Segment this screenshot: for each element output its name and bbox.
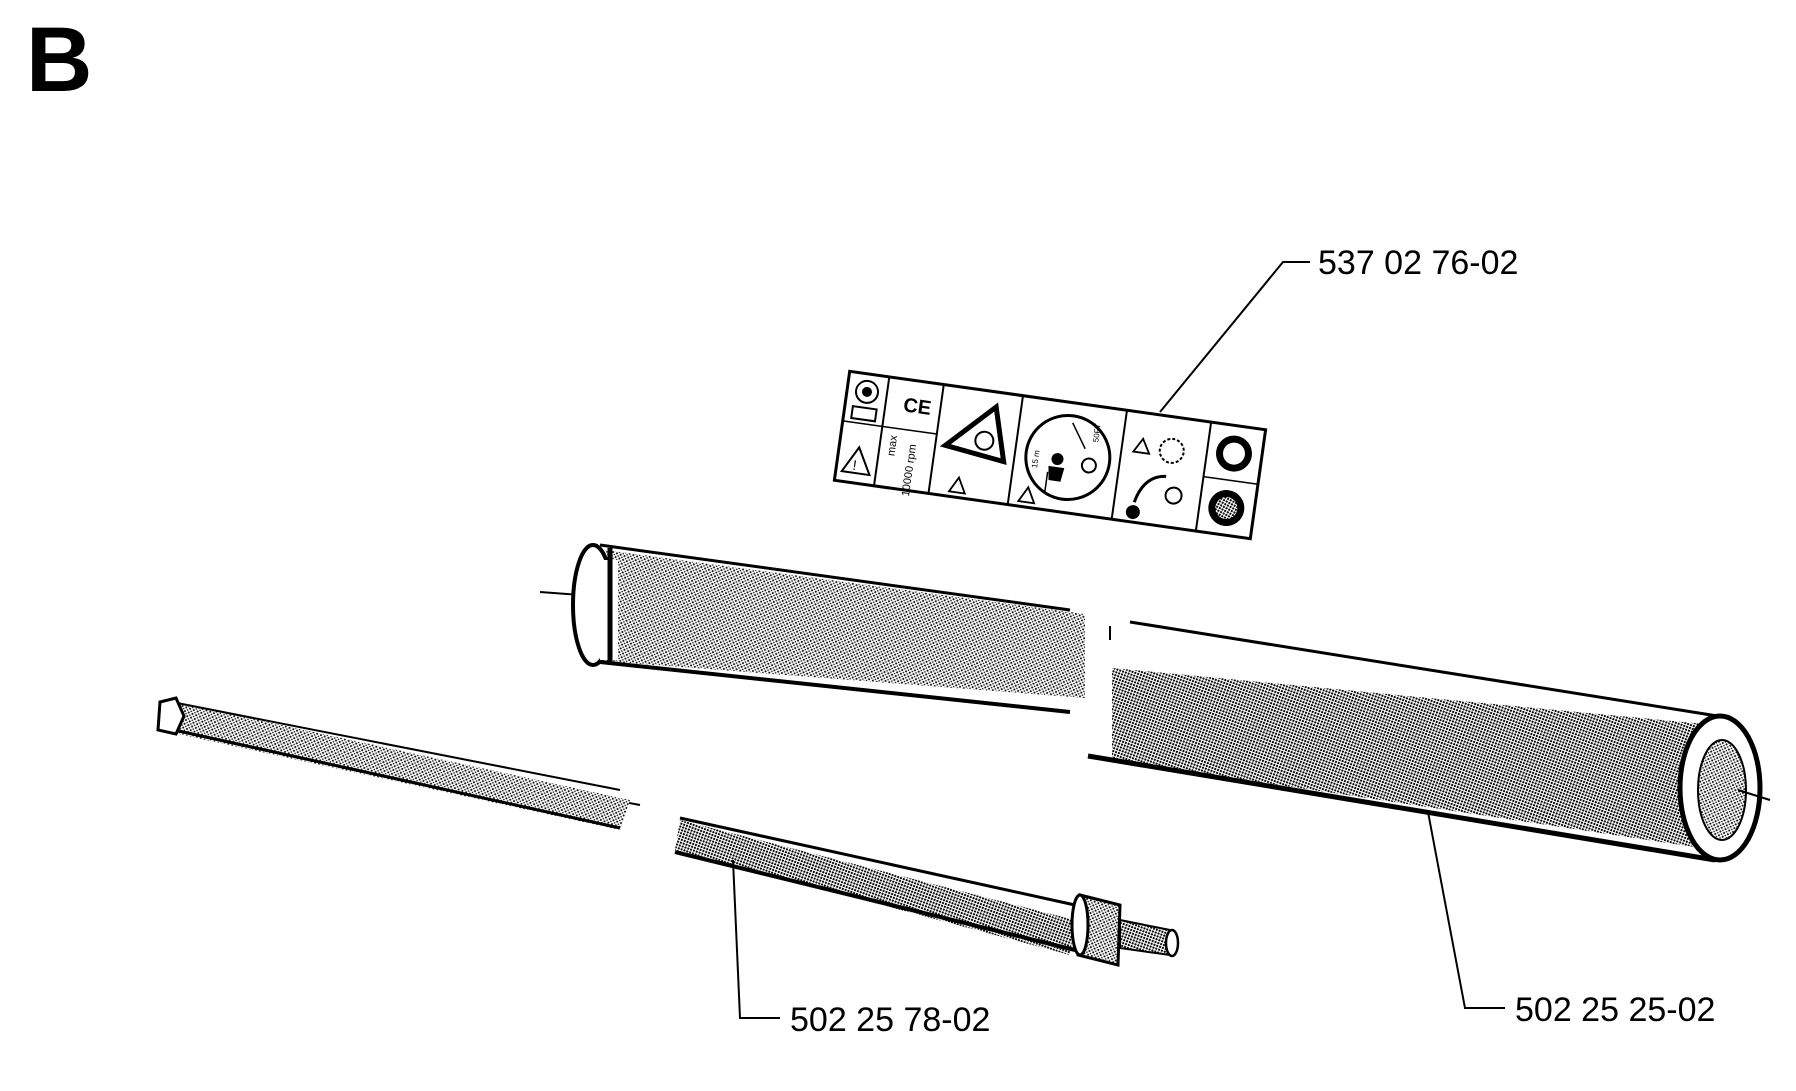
part-number-shaft-tube: 502 25 25-02: [1515, 991, 1716, 1029]
part-number-decal: 537 02 76-02: [1318, 244, 1519, 282]
drive-shaft: [156, 696, 1180, 967]
svg-text:!: !: [852, 457, 858, 473]
drive-shaft-leader-line: [732, 859, 780, 1019]
decal-ce-mark: CE: [902, 394, 933, 420]
decal-distance-text: 15 m: [1030, 449, 1041, 468]
shaft-tube: [539, 543, 1771, 863]
decal-feet-text: 50FT: [1091, 423, 1103, 443]
shaft-tube-leader-line: [1427, 811, 1505, 1009]
warning-decal: ! CE max 10000 rpm 15 m 50FT: [832, 369, 1268, 541]
decal-max-text: max: [885, 434, 900, 457]
section-letter: B: [26, 9, 93, 111]
part-number-drive-shaft: 502 25 78-02: [790, 1001, 991, 1039]
decal-leader-line: [1159, 261, 1310, 413]
